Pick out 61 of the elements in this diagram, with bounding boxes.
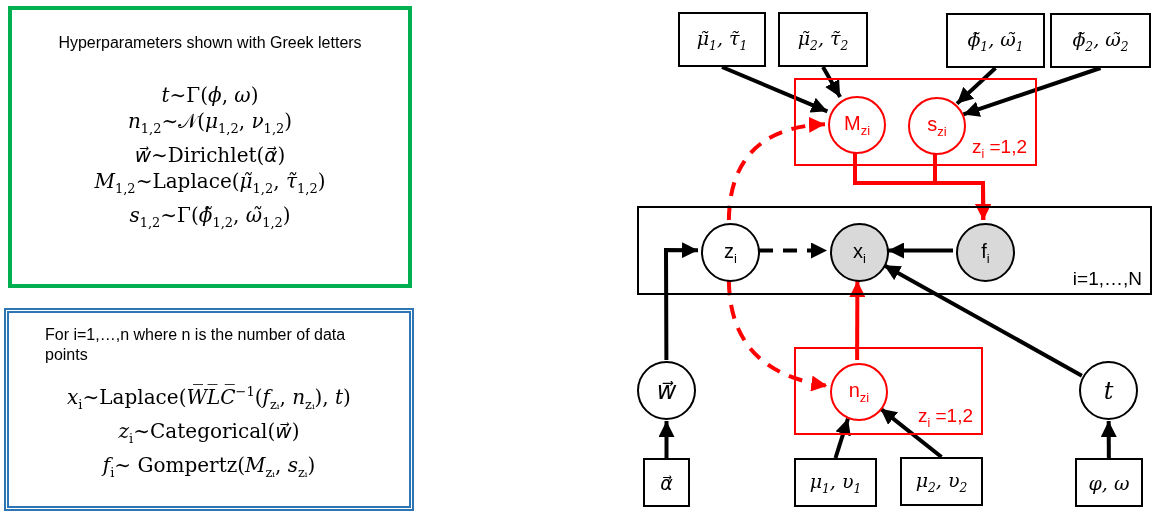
plate-label: i=1,…,N bbox=[1072, 268, 1142, 290]
arrow bbox=[933, 154, 992, 220]
variable-circle bbox=[830, 363, 888, 421]
formula: w⃗∼Dirichlet(α⃗) bbox=[134, 142, 286, 168]
parameter-label: φ, ω bbox=[1088, 471, 1130, 494]
panel-heading: Hyperparameters shown with Greek letters bbox=[58, 34, 362, 52]
parameter-box bbox=[1075, 458, 1143, 507]
arrow bbox=[849, 281, 866, 360]
plate-label: z$_{i}$ =1,2 bbox=[917, 405, 973, 430]
variable-label: n$_{zi}$ bbox=[848, 379, 870, 405]
parameter-box bbox=[946, 13, 1045, 68]
note-panel bbox=[4, 308, 414, 511]
panel-heading: For i=1,…,n where n is the number of data points bbox=[44, 325, 347, 365]
parameter-box bbox=[643, 458, 690, 507]
arrow bbox=[962, 66, 1102, 117]
arrow bbox=[821, 66, 842, 98]
arrow bbox=[888, 242, 953, 259]
variable-label: x$_{i}$ bbox=[853, 239, 866, 266]
arrow bbox=[1100, 421, 1117, 458]
parameter-box bbox=[778, 12, 868, 67]
variable-label: M$_{zi}$ bbox=[843, 112, 871, 138]
arrow bbox=[883, 263, 1083, 378]
variable-label: z$_{i}$ bbox=[724, 239, 737, 266]
arrow bbox=[726, 117, 826, 221]
plate-box bbox=[794, 347, 983, 435]
parameter-label: μ$_{1}$, υ$_{1}$ bbox=[809, 469, 862, 496]
formula: x$_{i}$∼Laplace(W̅L̅C̅$^{−1}$(f$_{zᵢ}$, n$_{zᵢ}$), t) bbox=[67, 383, 351, 414]
arrow bbox=[759, 242, 827, 259]
formula: s$_{1,2}$∼Γ(ϕ̃$_{1,2}$, ω̃$_{1,2}$) bbox=[129, 202, 291, 232]
variable-label: s$_{zi}$ bbox=[927, 113, 947, 139]
variable-label: t bbox=[1103, 376, 1114, 405]
arrow bbox=[664, 242, 699, 360]
parameter-box bbox=[678, 12, 766, 67]
variable-circle bbox=[908, 97, 966, 155]
parameter-label: α⃗ bbox=[660, 471, 673, 494]
variable-label: f$_{i}$ bbox=[981, 239, 990, 266]
formula: n$_{1,2}$∼𝒩(μ$_{1,2}$, ν$_{1,2}$) bbox=[127, 108, 293, 138]
arrow bbox=[658, 421, 675, 458]
formula: f$_{i}$∼ Gompertz(M$_{zᵢ}$, s$_{zᵢ}$) bbox=[102, 451, 316, 482]
parameter-box bbox=[794, 458, 877, 507]
arrow bbox=[955, 66, 997, 106]
arrow bbox=[721, 65, 829, 114]
formula: M$_{1,2}$∼Laplace(μ̃$_{1,2}$, τ̃$_{1,2}$) bbox=[94, 168, 326, 198]
variable-circle bbox=[828, 96, 886, 154]
parameter-label: μ̃$_{1}$, τ̃$_{1}$ bbox=[696, 26, 748, 53]
variable-label: w⃗ bbox=[656, 376, 677, 405]
parameter-label: μ$_{2}$, υ$_{2}$ bbox=[915, 468, 968, 495]
plate-label: z$_{i}$ =1,2 bbox=[971, 136, 1027, 161]
plate-box bbox=[794, 78, 1037, 166]
plate-box bbox=[637, 206, 1152, 295]
parameter-box bbox=[900, 457, 983, 506]
formula: t∼Γ(ϕ, ω) bbox=[161, 82, 259, 108]
arrow bbox=[833, 418, 851, 459]
arrow bbox=[726, 280, 828, 391]
arrow bbox=[879, 407, 943, 459]
note-panel bbox=[8, 6, 412, 288]
parameter-label: ϕ̃$_{1}$, ω̃$_{1}$ bbox=[967, 27, 1024, 54]
parameter-label: ϕ̃$_{2}$, ω̃$_{2}$ bbox=[1072, 27, 1129, 54]
parameter-label: μ̃$_{2}$, τ̃$_{2}$ bbox=[797, 26, 849, 53]
parameter-box bbox=[1050, 13, 1151, 68]
formula: z$_{i}$∼Categorical(w⃗) bbox=[118, 417, 300, 448]
